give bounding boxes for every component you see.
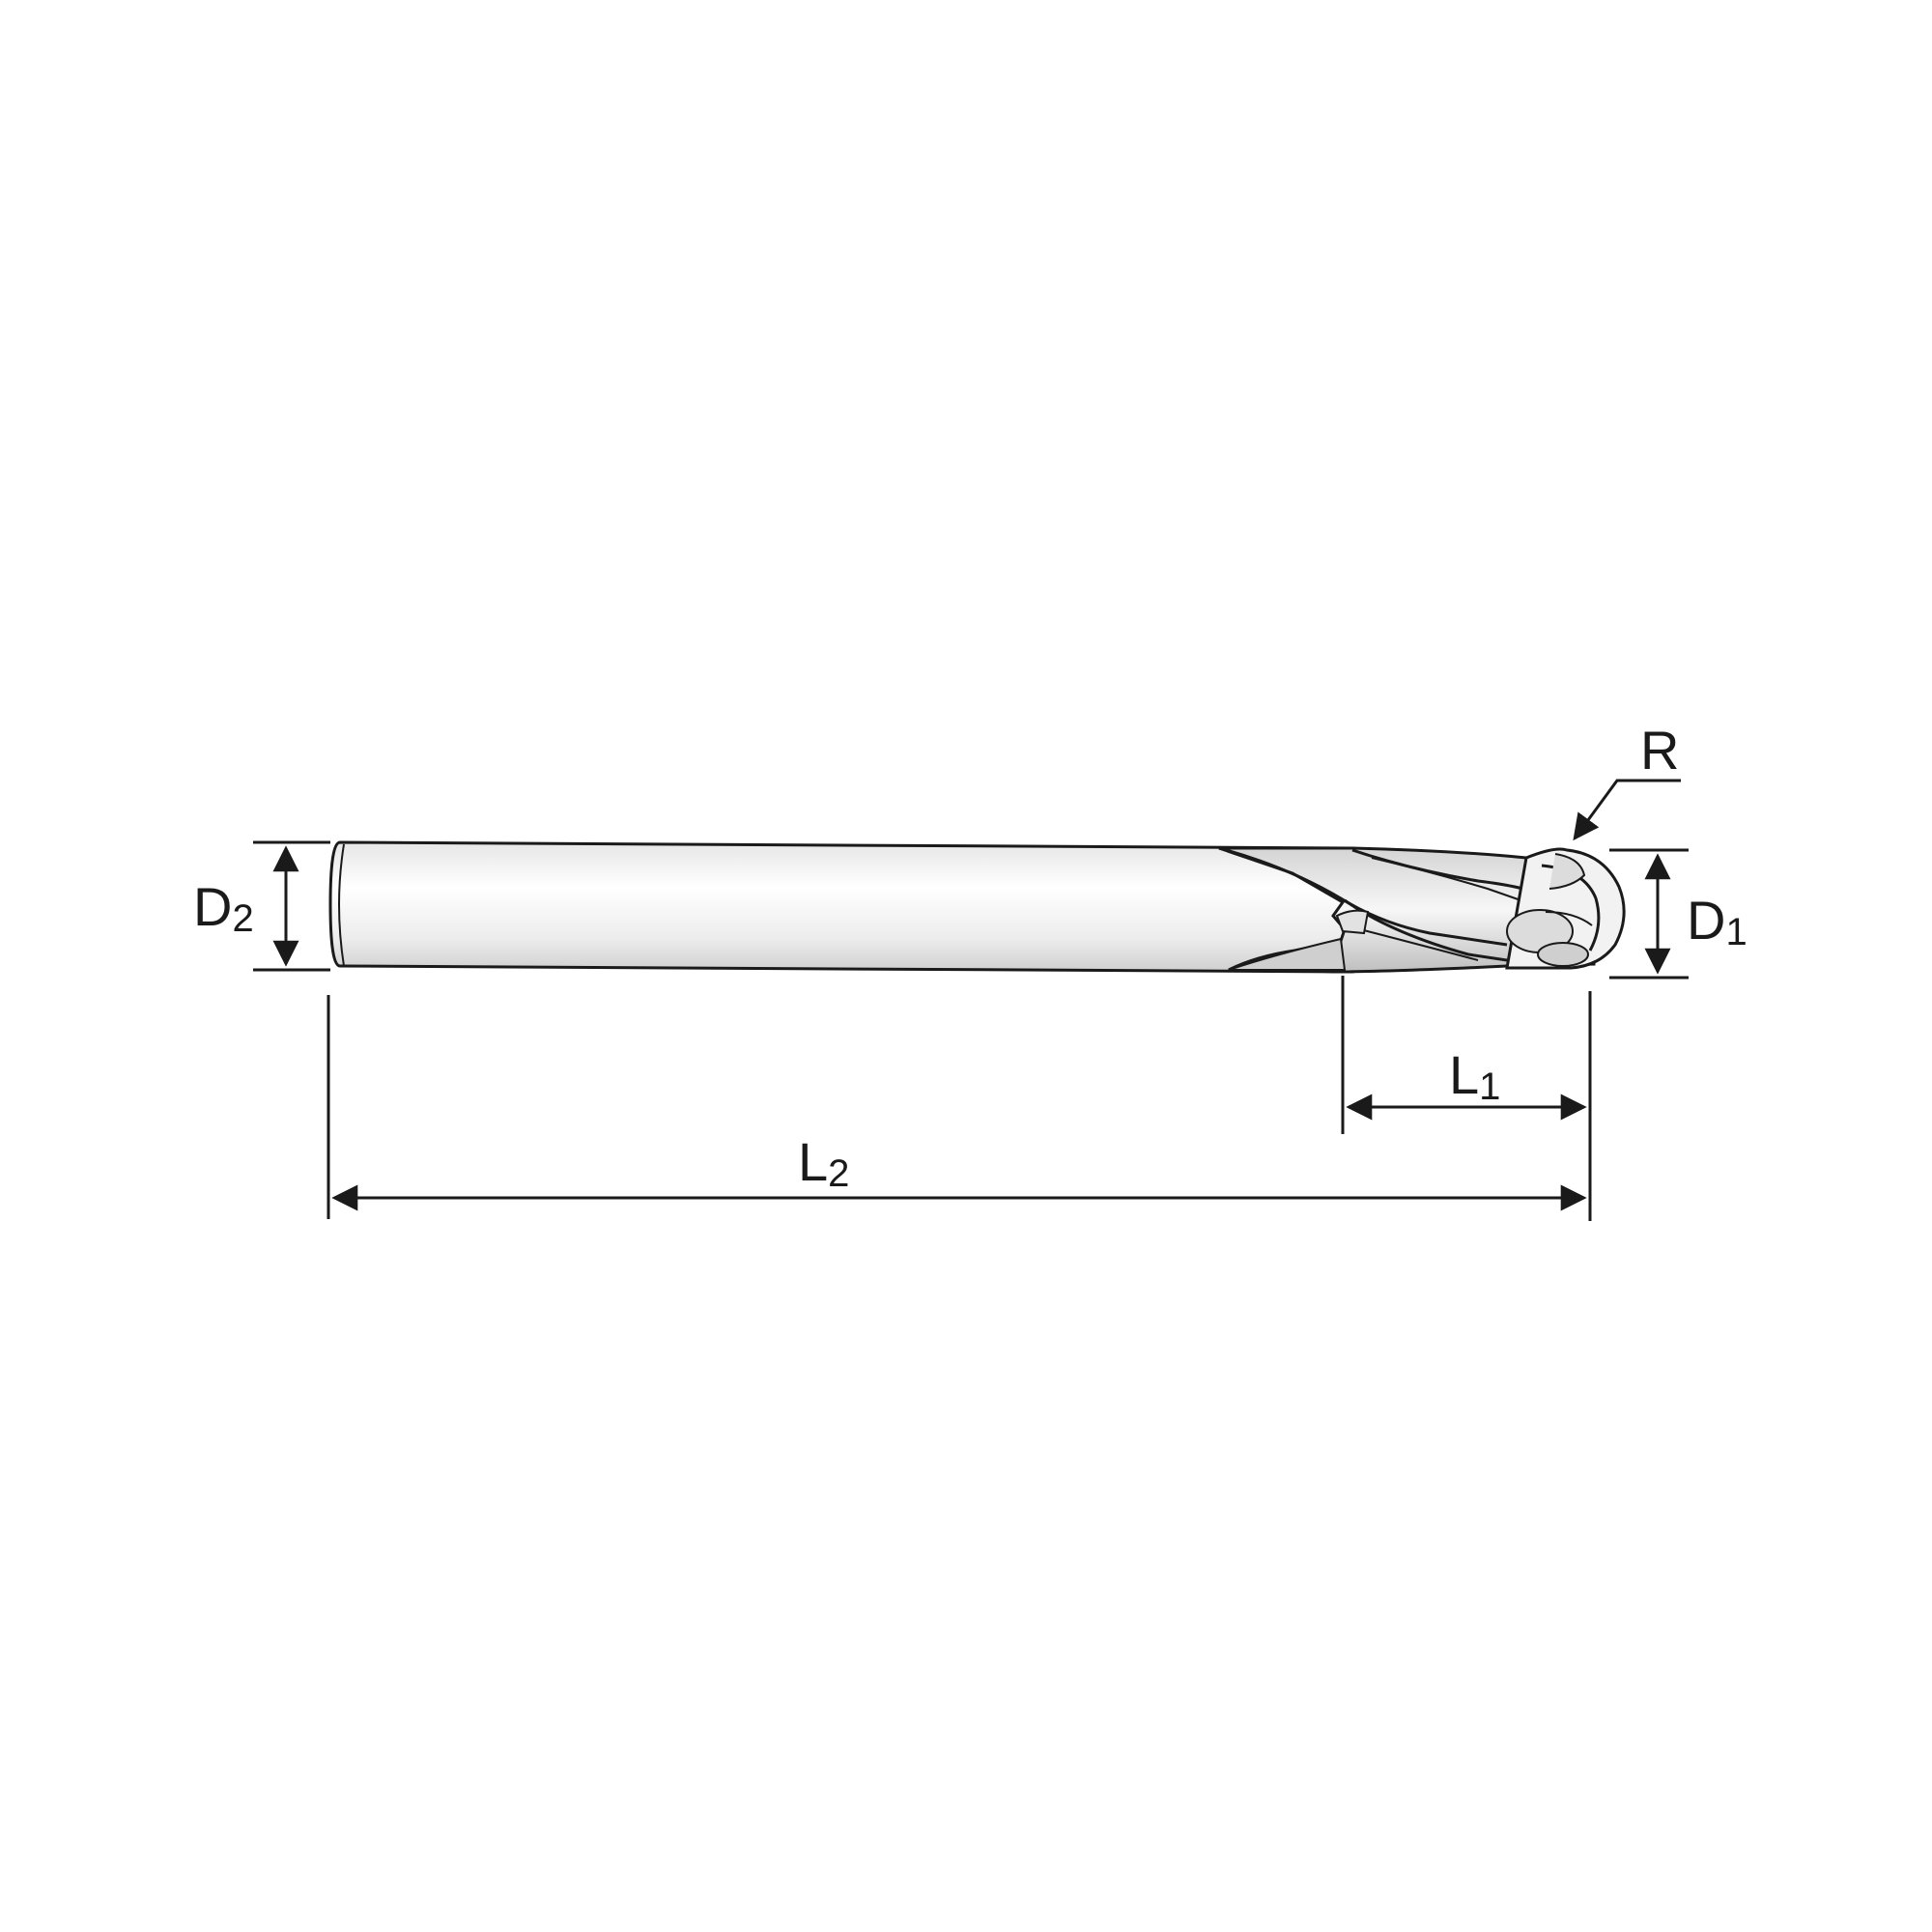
dimension-l2: L2 bbox=[327, 995, 1587, 1219]
flute-helix-5 bbox=[1351, 926, 1479, 961]
d1-label: D1 bbox=[1687, 890, 1747, 953]
shank-end-chamfer bbox=[338, 843, 345, 967]
l2-label: L2 bbox=[798, 1131, 849, 1195]
tool-shank bbox=[328, 840, 1354, 974]
ball-nose-edge-3 bbox=[1545, 911, 1593, 926]
d2-label: D2 bbox=[193, 876, 254, 940]
r-label: R bbox=[1640, 720, 1679, 781]
flute-helix-1 bbox=[1218, 846, 1508, 947]
flute-gash-2 bbox=[1335, 909, 1370, 935]
ball-nose-edge-2 bbox=[1548, 853, 1586, 890]
l1-label: L1 bbox=[1449, 1044, 1500, 1108]
flute-section bbox=[1218, 846, 1596, 974]
r-leader-line bbox=[1573, 779, 1681, 841]
dimension-d1: D1 bbox=[1609, 848, 1747, 980]
ball-nose-pocket-2 bbox=[1537, 942, 1589, 967]
dimension-d2: D2 bbox=[193, 840, 330, 972]
dimension-r: R bbox=[1573, 720, 1681, 841]
end-mill-tool bbox=[328, 840, 1626, 974]
flute-helix-2 bbox=[1344, 898, 1547, 968]
dimension-l1: L1 bbox=[1341, 976, 1592, 1221]
flute-gash bbox=[1228, 937, 1347, 971]
